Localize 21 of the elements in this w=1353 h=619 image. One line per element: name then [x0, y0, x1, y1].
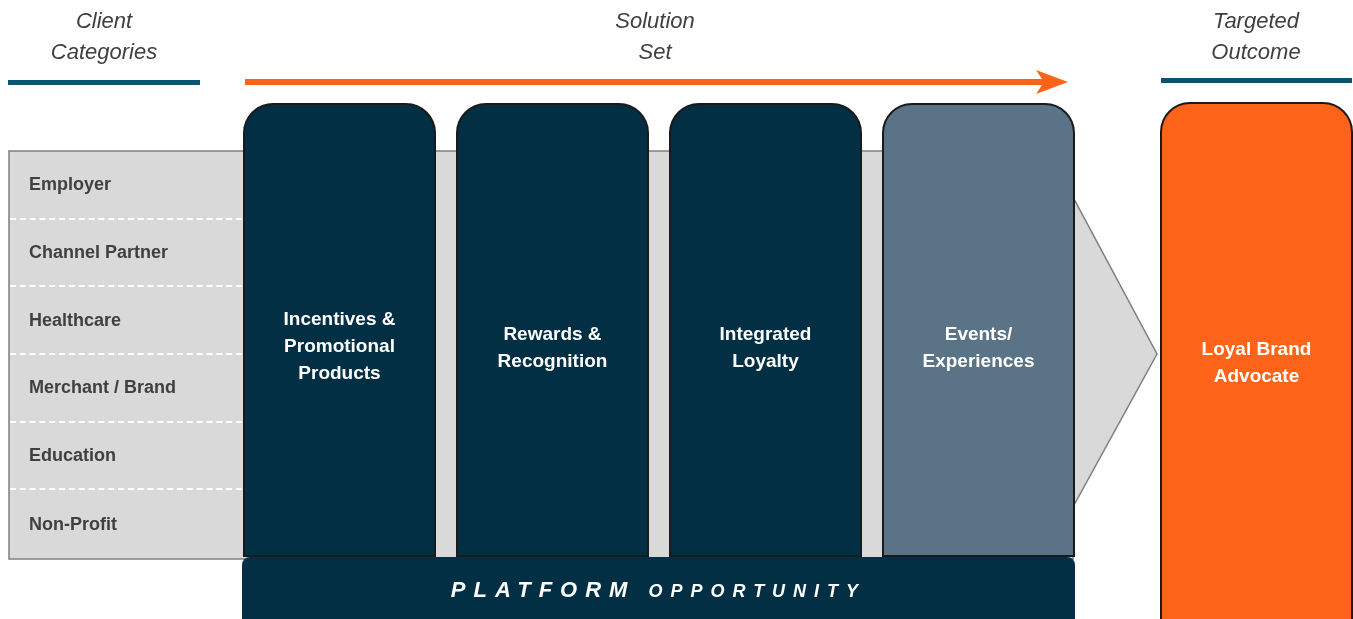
box-label: Incentives & Promotional Products [282, 307, 397, 385]
category-label: Healthcare [29, 309, 122, 331]
platform-label: PLATFORM OPPORTUNITY [450, 577, 867, 603]
category-label: Employer [29, 174, 112, 196]
column-heading: Targeted Outcome [1210, 7, 1302, 66]
column-heading: Solution Set [614, 7, 696, 66]
solution-pillar [456, 103, 649, 557]
box-label: Rewards & Recognition [496, 322, 609, 373]
box-label: Loyal Brand Advocate [1200, 337, 1313, 388]
category-label: Non-Profit [29, 513, 117, 535]
solution-pillar [243, 103, 436, 557]
outcome-box [1160, 102, 1353, 619]
column-heading: Client Categories [49, 7, 159, 66]
box-label: Events/ Experiences [921, 322, 1036, 373]
category-label: Merchant / Brand [29, 377, 177, 399]
solution-pillar [669, 103, 862, 557]
solution-pillar [882, 103, 1075, 557]
box-label: Integrated Loyalty [718, 322, 813, 373]
category-label: Channel Partner [29, 242, 169, 263]
category-label: Education [29, 445, 116, 466]
platform-bar [242, 557, 1075, 619]
